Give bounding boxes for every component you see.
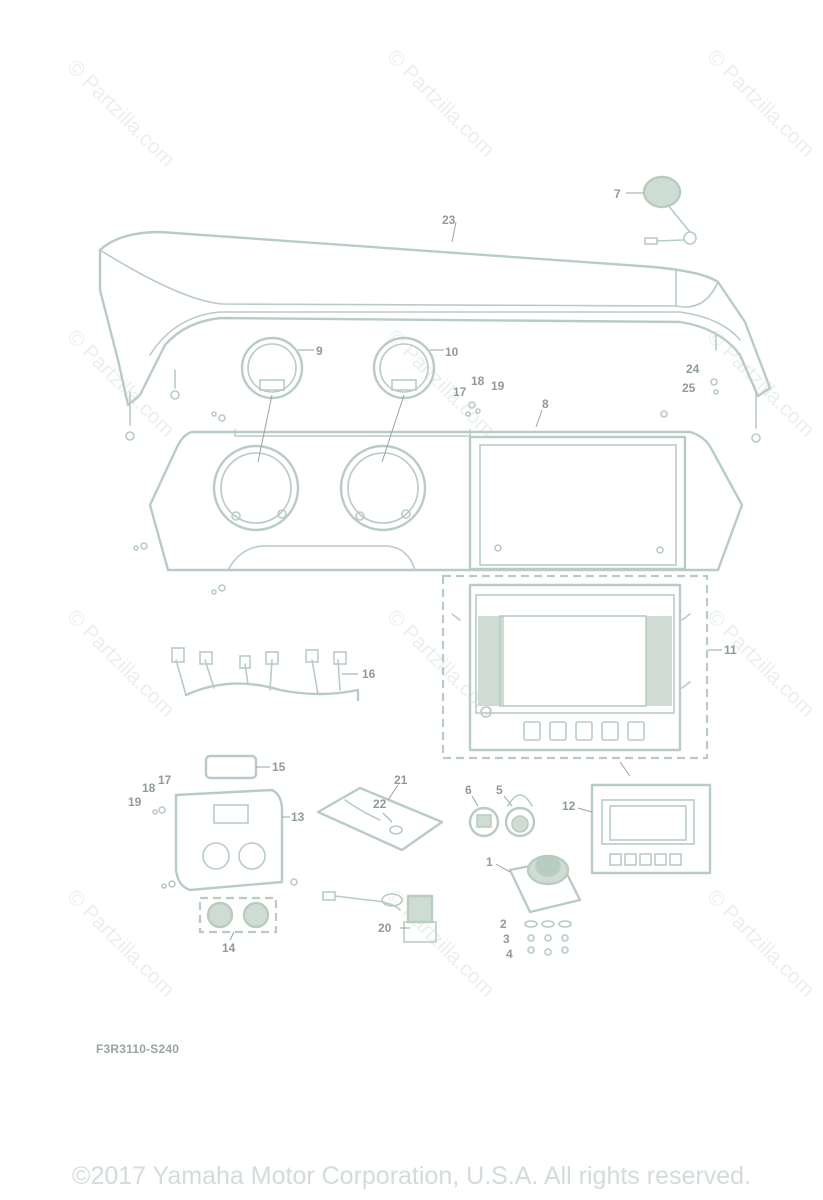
callout-10: 10 (445, 345, 459, 359)
callout-20: 20 (378, 921, 392, 935)
dash-cover-part-23 (98, 221, 772, 443)
callout-17b: 17 (158, 773, 172, 787)
wire-harness-part-16 (171, 647, 360, 702)
joystick-part-1 (495, 854, 582, 956)
callout-14: 14 (222, 941, 236, 955)
switch-panel-part-13 (152, 788, 298, 892)
callout-4: 4 (506, 947, 513, 961)
watermark-1: © Partzilla.com (62, 55, 178, 171)
watermark-3: © Partzilla.com (702, 45, 818, 161)
watermark-12: © Partzilla.com (702, 885, 818, 1001)
callout-7: 7 (614, 187, 621, 201)
copyright-notice: ©2017 Yamaha Motor Corporation, U.S.A. A… (72, 1162, 751, 1190)
callout-labels: 23 7 9 10 18 17 19 8 24 25 16 11 15 17 1… (128, 187, 737, 961)
watermark-9: © Partzilla.com (702, 605, 818, 721)
callout-18a: 18 (471, 374, 485, 388)
callout-15: 15 (272, 760, 286, 774)
callout-16: 16 (362, 667, 376, 681)
display-unit-part-11 (441, 574, 722, 777)
watermark-10: © Partzilla.com (62, 885, 178, 1001)
callout-19a: 19 (491, 379, 505, 393)
callout-6: 6 (465, 783, 472, 797)
dash-panel-part-8 (133, 394, 744, 595)
watermark-6: © Partzilla.com (702, 325, 818, 441)
watermark-2: © Partzilla.com (382, 45, 498, 161)
callout-3: 3 (503, 932, 510, 946)
callout-12: 12 (562, 799, 576, 813)
display-unit-part-12 (577, 783, 712, 875)
tachometer-gauge-part-10 (372, 336, 444, 400)
callout-2: 2 (500, 917, 507, 931)
outlet-part-5 (503, 794, 536, 838)
wiring-kit-part-21-22 (316, 784, 444, 852)
knob-set-part-14 (198, 896, 278, 941)
speedometer-gauge-part-9 (240, 336, 314, 400)
callout-19b: 19 (128, 795, 142, 809)
callout-5: 5 (496, 783, 503, 797)
callout-18b: 18 (142, 781, 156, 795)
switch-part-15 (204, 754, 270, 780)
callout-25: 25 (682, 381, 696, 395)
callout-9: 9 (316, 344, 323, 358)
callout-8: 8 (542, 397, 549, 411)
callout-23: 23 (442, 213, 456, 227)
callout-22: 22 (373, 797, 387, 811)
callout-1: 1 (486, 855, 493, 869)
watermark-7: © Partzilla.com (62, 605, 178, 721)
callout-24: 24 (686, 362, 700, 376)
callout-17a: 17 (453, 385, 467, 399)
callout-13: 13 (291, 810, 305, 824)
watermark-4: © Partzilla.com (62, 325, 178, 441)
switch-part-20 (322, 891, 437, 943)
bolt-part-24 (710, 378, 719, 395)
drawing-code-label: F3R3110-S240 (96, 1042, 180, 1056)
fasteners-17-18-19-upper (465, 401, 481, 417)
outlet-part-6 (468, 795, 500, 838)
callout-11: 11 (724, 643, 737, 657)
callout-21: 21 (394, 773, 408, 787)
gps-antenna-part-7 (626, 175, 697, 245)
